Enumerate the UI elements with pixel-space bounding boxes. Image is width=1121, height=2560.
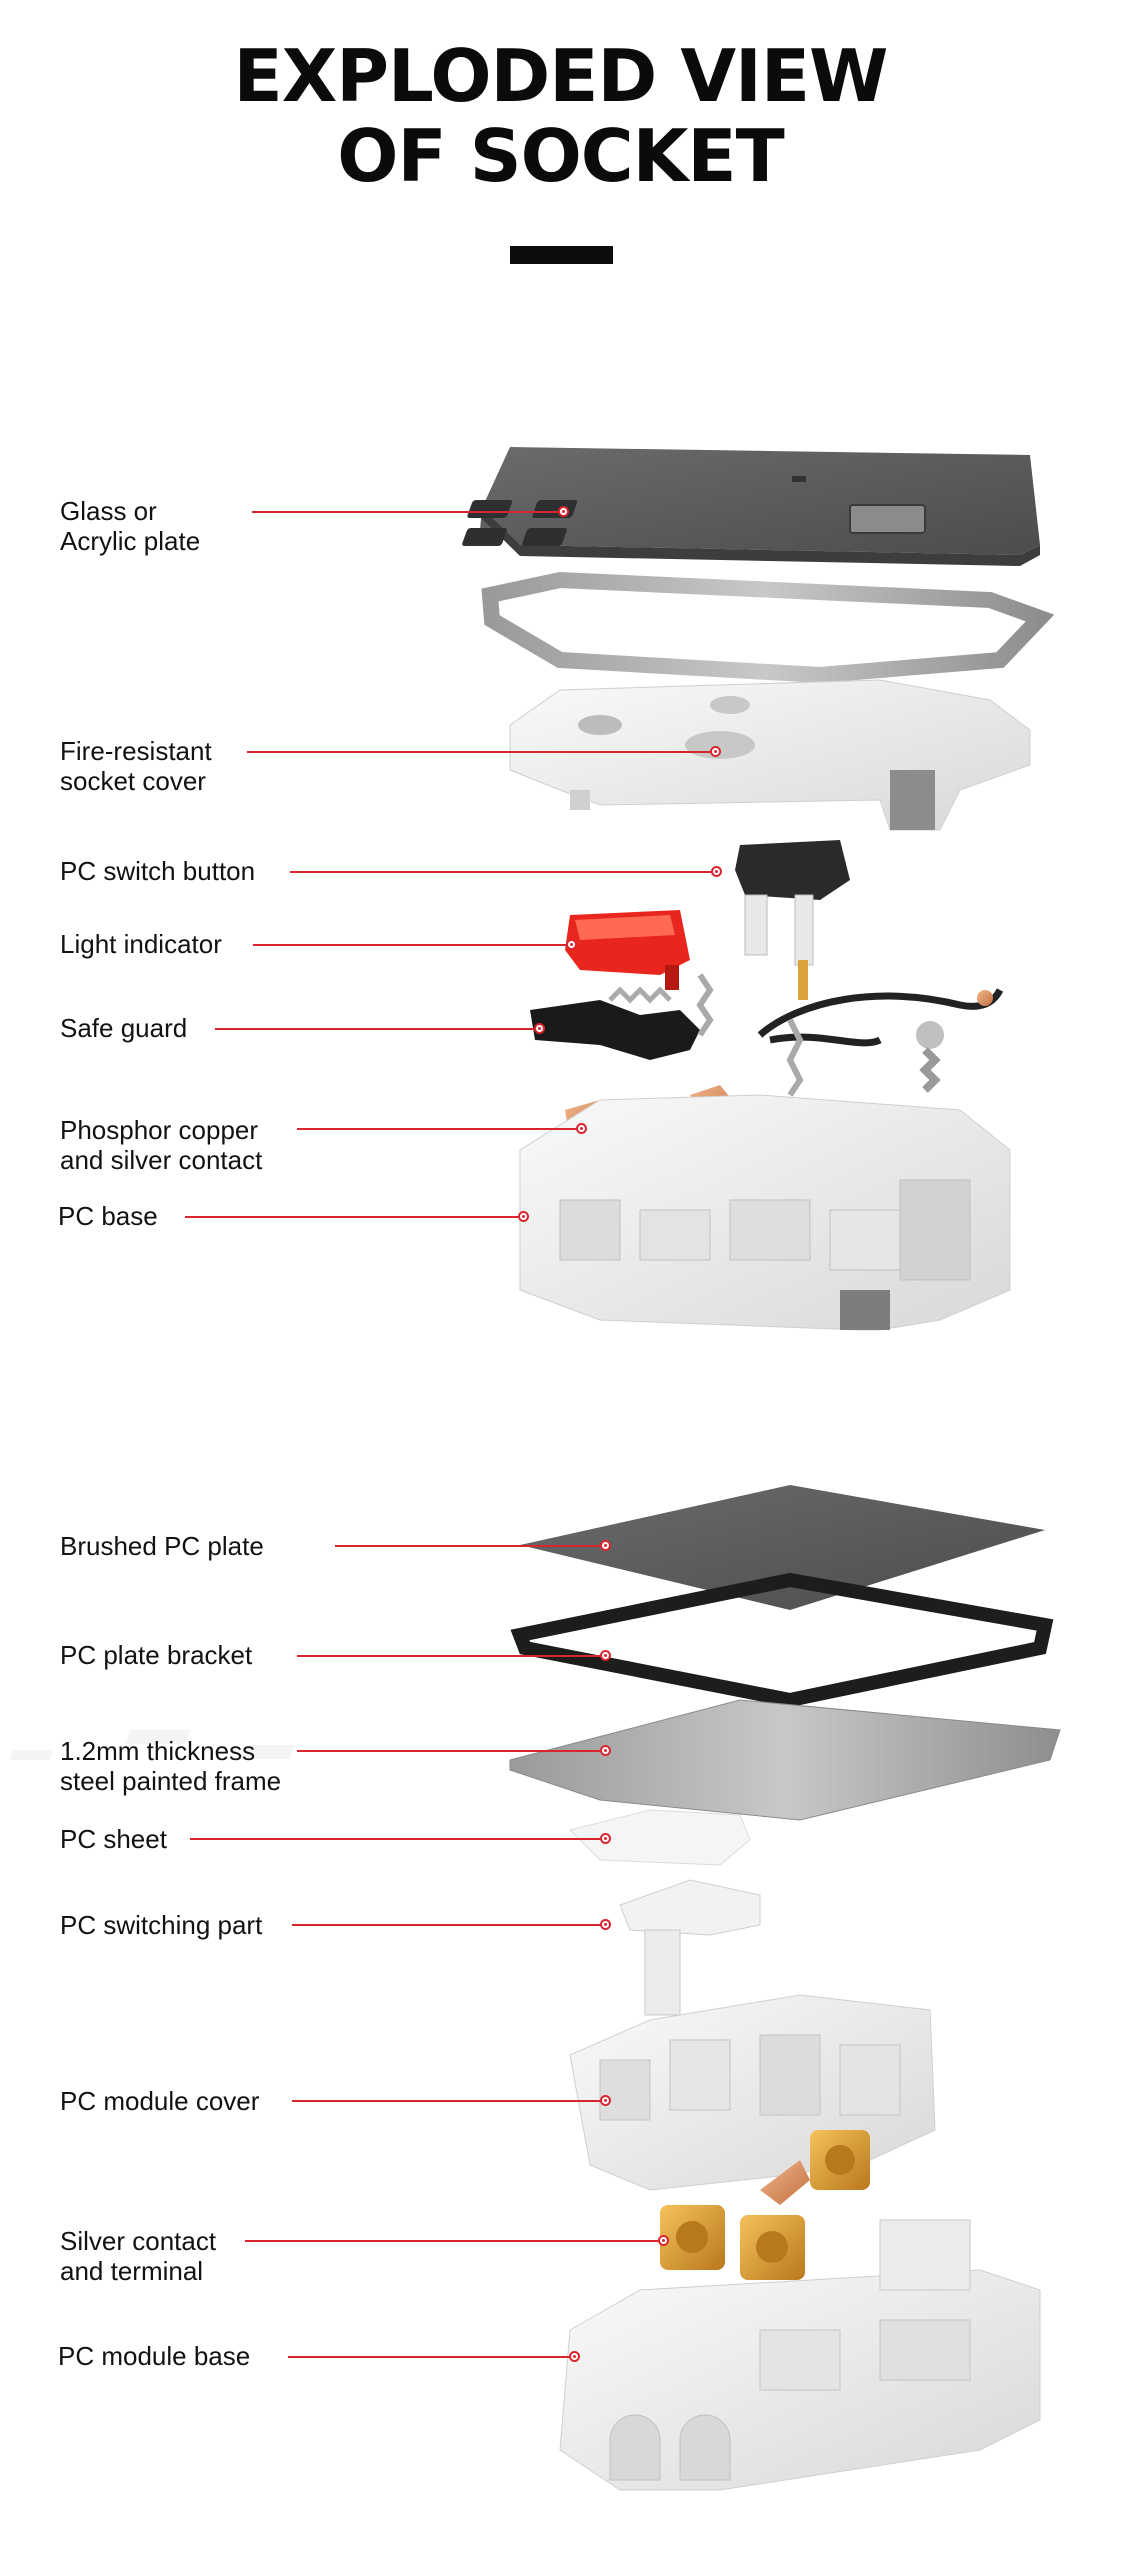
label-safe-guard: Safe guard [60, 1013, 188, 1043]
label-pc-base: PC base [58, 1201, 158, 1231]
leader-dot-terminals [658, 2235, 669, 2246]
leader-dot-steel-frame [600, 1745, 611, 1756]
leader-dot-module-base [569, 2351, 580, 2362]
pc-base-shape [519, 1094, 1011, 1331]
safe-guard-shape [530, 973, 714, 1060]
plate-bracket-shape [510, 1572, 1054, 1708]
switch-button-shape [735, 840, 850, 1000]
leader-dot-light-indicator [566, 939, 577, 950]
label-module-cover: PC module cover [60, 2086, 260, 2116]
leader-line-light-indicator [253, 944, 573, 946]
leader-dot-socket-cover [710, 746, 721, 757]
title-line-2: OF SOCKET [337, 114, 784, 198]
brushed-plate-shape [520, 1485, 1045, 1610]
label-glass-plate: Glass or Acrylic plate [60, 496, 201, 556]
leader-line-pc-base [185, 1216, 525, 1218]
leader-line-module-cover [292, 2100, 607, 2102]
module-base-shape [559, 2219, 1041, 2491]
leader-dot-brushed-plate [600, 1540, 611, 1551]
label-copper-contact: Phosphor copper and silver contact [60, 1115, 263, 1175]
leader-line-module-base [288, 2356, 576, 2358]
steel-frame-shape [9, 1699, 1061, 1821]
light-indicator-shape [565, 910, 690, 990]
leader-line-glass-plate [252, 511, 565, 513]
leader-dot-switching-part [600, 1919, 611, 1930]
leader-line-switching-part [292, 1924, 607, 1926]
leader-line-socket-cover [247, 751, 717, 753]
leader-line-safe-guard [215, 1028, 541, 1030]
label-pc-sheet: PC sheet [60, 1824, 167, 1854]
title-underline-bar [510, 246, 613, 264]
label-switch-button: PC switch button [60, 856, 256, 886]
leader-line-plate-bracket [297, 1655, 607, 1657]
leader-dot-copper-contact [576, 1123, 587, 1134]
title-line-1: EXPLODED VIEW [233, 34, 889, 118]
leader-dot-pc-sheet [600, 1833, 611, 1844]
label-plate-bracket: PC plate bracket [60, 1640, 253, 1670]
leader-dot-switch-button [711, 866, 722, 877]
leader-line-pc-sheet [190, 1838, 607, 1840]
glass-plate-shape [462, 447, 1040, 566]
terminals-shape [660, 2130, 870, 2280]
label-switching-part: PC switching part [60, 1910, 263, 1940]
switching-part-shape [619, 1879, 761, 2016]
label-brushed-plate: Brushed PC plate [60, 1531, 264, 1561]
label-light-indicator: Light indicator [60, 929, 222, 959]
page-title: EXPLODED VIEW OF SOCKET [0, 36, 1121, 196]
label-module-base: PC module base [58, 2341, 251, 2371]
leader-dot-glass-plate [558, 506, 569, 517]
wire-and-screw-shape [757, 988, 1004, 1097]
pc-sheet-shape [569, 1809, 751, 1866]
socket-cover-shape [509, 679, 1031, 831]
leader-dot-plate-bracket [600, 1650, 611, 1661]
label-socket-cover: Fire-resistant socket cover [60, 736, 212, 796]
label-steel-frame: 1.2mm thickness steel painted frame [60, 1736, 282, 1796]
leader-line-terminals [245, 2240, 665, 2242]
leader-dot-safe-guard [534, 1023, 545, 1034]
leader-line-copper-contact [297, 1128, 583, 1130]
leader-dot-pc-base [518, 1211, 529, 1222]
module-cover-shape [569, 1994, 936, 2191]
leader-line-brushed-plate [335, 1545, 607, 1547]
leader-line-switch-button [290, 871, 718, 873]
leader-line-steel-frame [297, 1750, 607, 1752]
label-terminals: Silver contact and terminal [60, 2226, 217, 2286]
leader-dot-module-cover [600, 2095, 611, 2106]
metal-frame-shape [481, 571, 1055, 684]
